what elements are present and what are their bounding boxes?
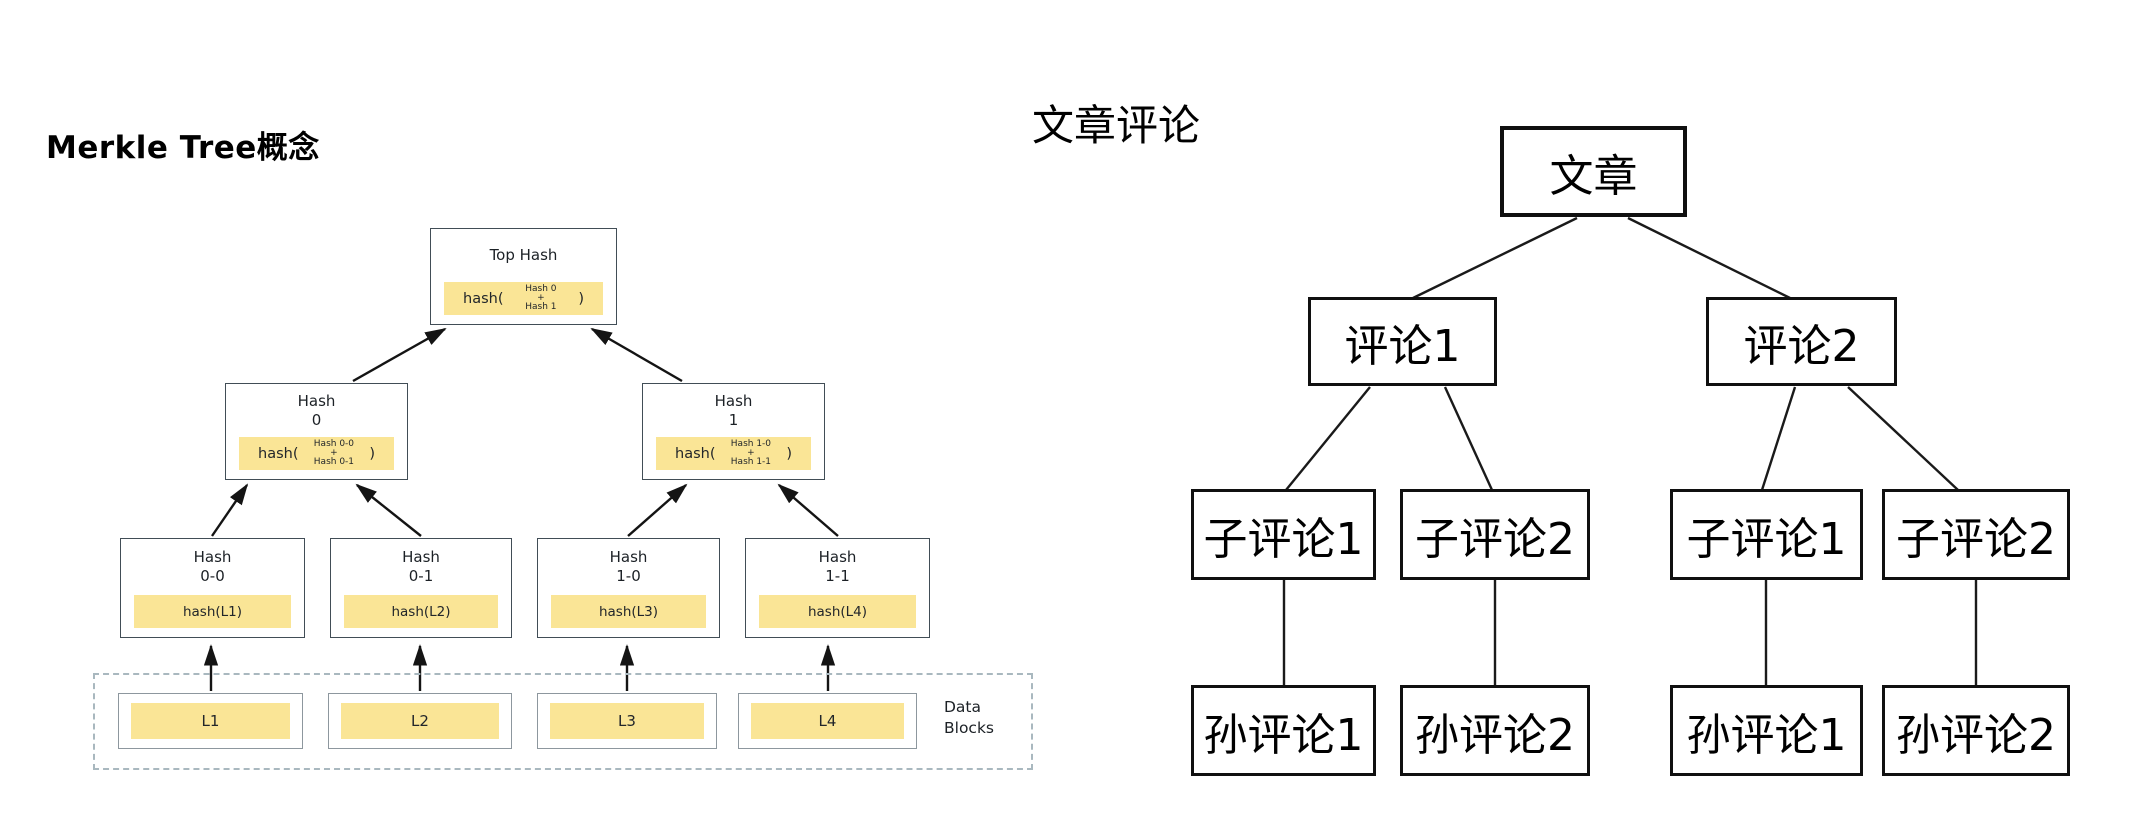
hash-args: Hash 0 + Hash 1 xyxy=(525,284,557,312)
node-hash-1-0-formula: hash(L3) xyxy=(551,595,706,628)
hash-open-paren: hash( xyxy=(463,290,504,307)
hash-close-paren: ) xyxy=(786,445,792,462)
node-hash-1-0: Hash 1-0 hash(L3) xyxy=(537,538,720,638)
data-blocks-caption: Data Blocks xyxy=(944,698,994,737)
data-block-l2: L2 xyxy=(328,693,512,749)
node-hash-0-1: Hash 0-1 hash(L2) xyxy=(330,538,512,638)
node-hash-0-1-formula: hash(L2) xyxy=(344,595,498,628)
node-subcomment-2-1: 子评论1 xyxy=(1670,489,1863,580)
node-hash-1-0-title: Hash 1-0 xyxy=(609,548,648,585)
node-hash-1-formula: hash( Hash 1-0 + Hash 1-1 ) xyxy=(656,437,811,470)
node-hash-0-0-formula: hash(L1) xyxy=(134,595,291,628)
data-block-l3: L3 xyxy=(537,693,717,749)
node-grandcomment-1-2: 孙评论2 xyxy=(1400,685,1590,776)
node-hash-1-title: Hash 1 xyxy=(714,391,753,429)
node-hash-1-1: Hash 1-1 hash(L4) xyxy=(745,538,930,638)
data-block-l1: L1 xyxy=(118,693,303,749)
node-subcomment-1-2: 子评论2 xyxy=(1400,489,1590,580)
hash-open-paren: hash( xyxy=(675,445,716,462)
data-block-l2-label: L2 xyxy=(341,703,499,739)
data-block-l1-label: L1 xyxy=(131,703,290,739)
data-block-l4-label: L4 xyxy=(751,703,904,739)
node-grandcomment-1-1: 孙评论1 xyxy=(1191,685,1376,776)
hash-close-paren: ) xyxy=(578,290,584,307)
data-blocks-container xyxy=(93,673,1033,770)
node-top-hash: Top Hash hash( Hash 0 + Hash 1 ) xyxy=(430,228,617,325)
node-subcomment-2-2: 子评论2 xyxy=(1882,489,2070,580)
node-subcomment-1-1: 子评论1 xyxy=(1191,489,1376,580)
node-hash-0-title: Hash 0 xyxy=(297,391,336,429)
node-hash-0-0: Hash 0-0 hash(L1) xyxy=(120,538,305,638)
data-block-l4: L4 xyxy=(738,693,917,749)
node-hash-0-0-title: Hash 0-0 xyxy=(193,548,232,585)
node-grandcomment-2-2: 孙评论2 xyxy=(1882,685,2070,776)
merkle-title: Merkle Tree概念 xyxy=(46,130,320,166)
node-hash-0-1-title: Hash 0-1 xyxy=(402,548,440,585)
node-grandcomment-2-1: 孙评论1 xyxy=(1670,685,1863,776)
node-article: 文章 xyxy=(1500,126,1687,217)
node-hash-0: Hash 0 hash( Hash 0-0 + Hash 0-1 ) xyxy=(225,383,408,480)
data-block-l3-label: L3 xyxy=(550,703,704,739)
node-comment-2: 评论2 xyxy=(1706,297,1897,386)
hash-args: Hash 1-0 + Hash 1-1 xyxy=(730,439,772,467)
hash-args: Hash 0-0 + Hash 0-1 xyxy=(313,439,355,467)
node-hash-1-1-title: Hash 1-1 xyxy=(818,548,857,585)
comments-title: 文章评论 xyxy=(1032,101,1201,150)
hash-close-paren: ) xyxy=(369,445,375,462)
node-hash-1: Hash 1 hash( Hash 1-0 + Hash 1-1 ) xyxy=(642,383,825,480)
node-top-hash-title: Top Hash xyxy=(489,246,558,265)
node-hash-1-1-formula: hash(L4) xyxy=(759,595,916,628)
node-hash-0-formula: hash( Hash 0-0 + Hash 0-1 ) xyxy=(239,437,394,470)
node-comment-1: 评论1 xyxy=(1308,297,1497,386)
node-top-hash-formula: hash( Hash 0 + Hash 1 ) xyxy=(444,282,603,315)
hash-open-paren: hash( xyxy=(258,445,299,462)
